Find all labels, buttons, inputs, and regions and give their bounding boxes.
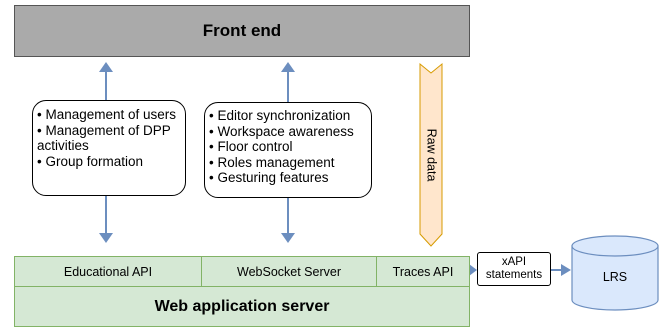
callout-websocket-features: • Editor synchronization • Workspace awa…	[204, 102, 372, 198]
raw-data-label-box: Raw data	[420, 64, 442, 246]
lrs-label: LRS	[602, 270, 628, 284]
api-row: Educational API WebSocket Server Traces …	[15, 257, 469, 287]
arrow-xapi-to-lrs	[551, 264, 571, 276]
raw-data-label: Raw data	[424, 128, 438, 182]
front-end-box: Front end	[14, 5, 470, 57]
raw-data-arrow	[419, 62, 443, 247]
websocket-server-label: WebSocket Server	[237, 264, 341, 279]
feature-item: • Workspace awareness	[209, 123, 354, 139]
feature-item: • Floor control	[209, 139, 293, 154]
web-application-server-box: Educational API WebSocket Server Traces …	[14, 256, 470, 327]
traces-api-box: Traces API	[377, 257, 469, 286]
callout-educational-features: • Management of users • Management of DP…	[32, 100, 186, 196]
feature-item: • Roles management	[209, 154, 335, 170]
feature-item: • Management of users	[37, 107, 177, 122]
lrs-cylinder	[571, 235, 659, 311]
server-label: Web application server	[154, 298, 330, 315]
feature-item: • Gesturing features	[209, 170, 329, 185]
feature-item: • Editor synchronization	[209, 108, 351, 123]
feature-item: • Management of DPP activities	[37, 122, 171, 154]
xapi-statements-box: xAPI statements	[477, 252, 551, 286]
traces-api-label: Traces API	[392, 264, 454, 279]
educational-api-box: Educational API	[15, 257, 202, 286]
feature-item: • Group formation	[37, 153, 144, 169]
educational-api-label: Educational API	[63, 264, 153, 279]
front-end-label: Front end	[202, 21, 282, 40]
arrow-traces-to-xapi	[469, 264, 477, 276]
websocket-server-box: WebSocket Server	[202, 257, 377, 286]
xapi-label-line1: xAPI	[501, 256, 527, 268]
xapi-label-line2: statements	[485, 269, 543, 281]
